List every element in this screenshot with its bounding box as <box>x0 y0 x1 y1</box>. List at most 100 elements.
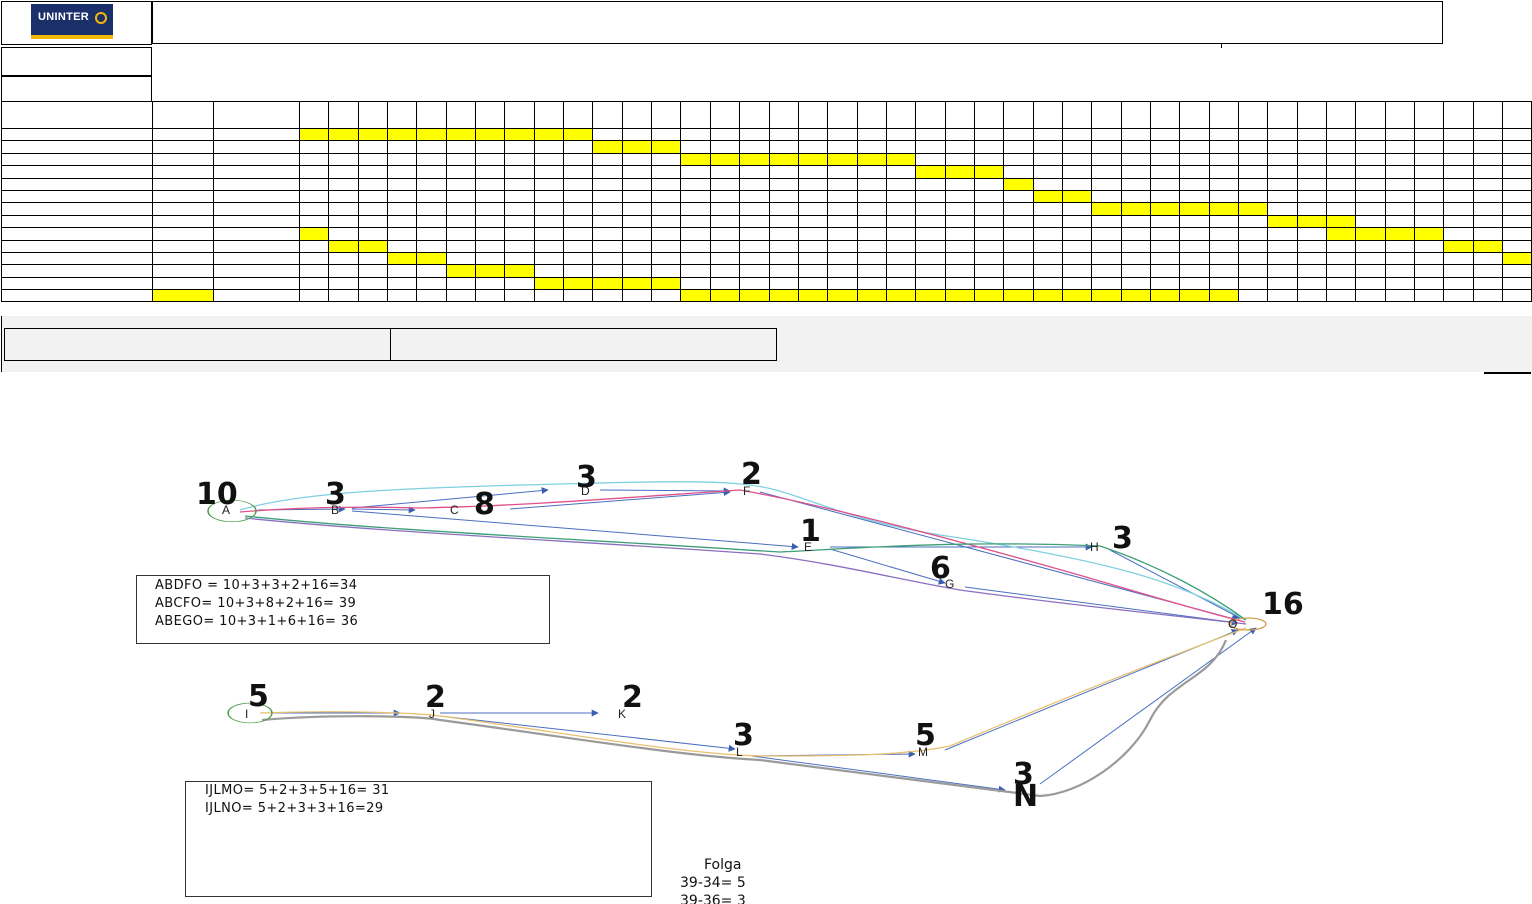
gantt-period-cell <box>533 264 565 278</box>
gantt-period-cell <box>944 239 975 253</box>
gantt-period-cell <box>1149 127 1181 142</box>
gantt-period-cell <box>1502 276 1532 291</box>
gantt-period-cell <box>357 189 389 204</box>
gantt-bar-cell <box>739 152 770 167</box>
gantt-bar-cell <box>885 289 917 303</box>
gantt-period-cell <box>298 264 330 278</box>
gantt-period-cell <box>1120 264 1151 278</box>
gantt-period-header <box>885 101 917 129</box>
gantt-activity-cell <box>1 202 153 216</box>
gantt-period-cell <box>1384 165 1416 179</box>
gantt-period-cell <box>768 251 799 266</box>
gantt-period-cell <box>944 227 975 241</box>
gantt-period-cell <box>1472 202 1504 216</box>
gantt-period-cell <box>1414 264 1445 278</box>
gantt-period-cell <box>915 127 946 142</box>
gantt-period-header <box>797 101 829 129</box>
duration-i: 5 <box>248 679 269 714</box>
gantt-period-cell <box>328 177 359 191</box>
gantt-period-cell <box>592 289 623 303</box>
gantt-activity-cell <box>152 227 214 241</box>
gantt-period-cell <box>1472 152 1504 167</box>
gantt-period-cell <box>709 189 741 204</box>
gantt-period-cell <box>445 289 477 303</box>
gantt-period-cell <box>1502 177 1532 191</box>
gantt-period-header <box>504 101 535 129</box>
gantt-period-cell <box>563 227 594 241</box>
gantt-period-cell <box>973 276 1005 291</box>
gantt-period-cell <box>504 251 535 266</box>
gantt-period-cell <box>1061 177 1093 191</box>
gantt-period-cell <box>1502 289 1532 303</box>
gantt-period-cell <box>475 276 506 291</box>
gantt-period-cell <box>504 227 535 241</box>
gantt-period-header <box>1443 101 1474 129</box>
gantt-period-cell <box>1003 140 1034 154</box>
gantt-bar-cell <box>621 276 653 291</box>
gantt-activity-cell <box>152 177 214 191</box>
gantt-period-cell <box>1443 289 1474 303</box>
gantt-period-cell <box>1149 214 1181 229</box>
gantt-period-cell <box>416 239 447 253</box>
gantt-period-cell <box>973 239 1005 253</box>
corner-mark <box>1484 372 1531 374</box>
node-k-label: K <box>618 707 626 721</box>
gantt-period-cell <box>504 140 535 154</box>
gantt-period-cell <box>445 165 477 179</box>
duration-j: 2 <box>425 680 446 715</box>
duration-b: 3 <box>325 477 346 512</box>
gantt-period-cell <box>1502 202 1532 216</box>
gantt-period-cell <box>533 202 565 216</box>
gantt-period-cell <box>328 251 359 266</box>
gantt-period-cell <box>1003 152 1034 167</box>
duration-o: 16 <box>1262 587 1304 622</box>
gantt-period-cell <box>768 214 799 229</box>
gantt-period-cell <box>1296 239 1328 253</box>
gantt-period-cell <box>709 165 741 179</box>
gantt-period-cell <box>533 177 565 191</box>
gantt-activity-cell <box>1 289 153 303</box>
gantt-period-cell <box>1149 177 1181 191</box>
meta-field-1 <box>1 47 152 76</box>
duration-d: 3 <box>576 460 597 495</box>
gantt-period-cell <box>1237 227 1269 241</box>
gantt-period-cell <box>416 177 447 191</box>
gantt-period-cell <box>445 276 477 291</box>
gantt-activity-cell <box>152 165 214 179</box>
gantt-bar-cell <box>533 127 565 142</box>
gantt-period-header <box>1502 101 1532 129</box>
gantt-period-cell <box>680 177 711 191</box>
gantt-bar-cell <box>973 165 1005 179</box>
gantt-period-cell <box>680 140 711 154</box>
logo-text: UNINTER <box>38 11 89 23</box>
gantt-bar-cell <box>1149 289 1181 303</box>
gantt-period-cell <box>1179 127 1210 142</box>
gantt-period-cell <box>533 251 565 266</box>
gantt-period-cell <box>298 165 330 179</box>
gantt-period-cell <box>797 264 829 278</box>
gantt-period-cell <box>827 189 858 204</box>
gantt-period-cell <box>1296 177 1328 191</box>
gantt-period-cell <box>1296 276 1328 291</box>
gantt-period-cell <box>1179 189 1210 204</box>
gantt-row <box>1 251 1532 266</box>
gantt-bar-cell <box>1091 289 1122 303</box>
gantt-period-cell <box>1208 127 1240 142</box>
gantt-period-cell <box>797 251 829 266</box>
gantt-period-cell <box>563 177 594 191</box>
gantt-bar-cell <box>1267 214 1298 229</box>
gantt-bar-cell <box>651 276 682 291</box>
gantt-period-cell <box>1414 165 1445 179</box>
gantt-period-cell <box>915 152 946 167</box>
gantt-period-cell <box>1149 227 1181 241</box>
gantt-period-cell <box>592 127 623 142</box>
gantt-period-cell <box>651 251 682 266</box>
gantt-activity-cell <box>152 140 214 154</box>
gantt-period-cell <box>1384 140 1416 154</box>
gantt-bar-cell <box>475 127 506 142</box>
gantt-period-cell <box>1179 276 1210 291</box>
gantt-activity-cell <box>152 202 214 216</box>
gantt-bar-cell <box>1326 227 1357 241</box>
gantt-period-cell <box>1179 251 1210 266</box>
gantt-period-cell <box>563 251 594 266</box>
